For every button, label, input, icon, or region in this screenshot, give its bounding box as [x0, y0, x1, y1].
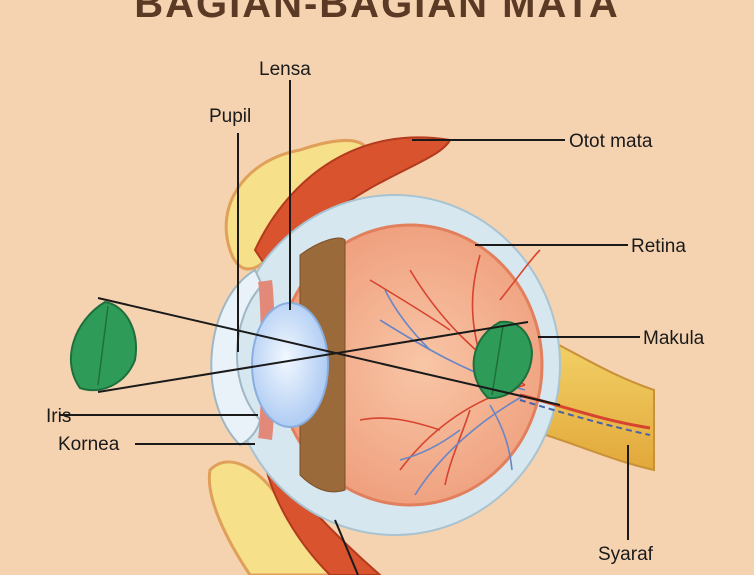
label-retina: Retina [631, 236, 686, 257]
cross-line-1 [97, 297, 561, 406]
label-kornea: Kornea [58, 434, 120, 455]
nerve-vessel-blue [519, 399, 651, 436]
label-makula: Makula [643, 328, 705, 349]
label-syaraf: Syaraf [598, 544, 654, 565]
leader-bottom [334, 519, 359, 575]
label-pupil: Pupil [209, 106, 251, 127]
diagram-title: BAGIAN-BAGIAN MATA [134, 0, 620, 26]
label-iris: Iris [46, 406, 71, 427]
label-lensa: Lensa [259, 59, 311, 80]
leaf-icon [70, 300, 137, 392]
label-otot-mata: Otot mata [569, 131, 653, 152]
cross-line-2 [97, 321, 529, 393]
retinal-vessels-blue [379, 289, 526, 496]
